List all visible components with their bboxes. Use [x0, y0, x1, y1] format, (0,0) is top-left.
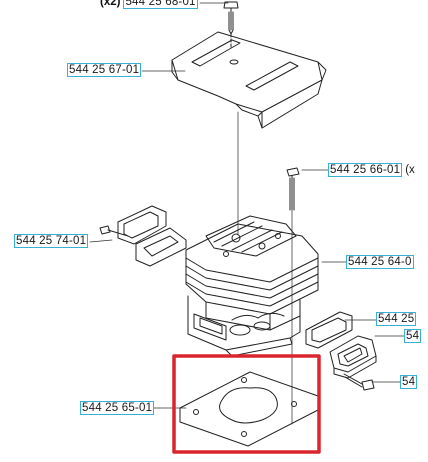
part-number: 544 25 66-01 [328, 163, 403, 177]
part-number: 544 25 68-01 [123, 0, 198, 9]
part-label-cover-plate[interactable]: 544 25 67-01 [67, 63, 142, 77]
part-number: 54 [400, 375, 418, 389]
part-number: 544 25 74-01 [14, 234, 89, 248]
part-label-bolt-top[interactable]: (x2)544 25 68-01 [100, 0, 198, 9]
part-number: 544 25 65-01 [80, 401, 155, 415]
right-screw [343, 373, 375, 391]
part-label-base-gasket[interactable]: 544 25 65-01 [80, 401, 155, 415]
part-number: 54 [404, 329, 422, 343]
highlight-box [172, 354, 321, 454]
right-bolt [286, 167, 300, 425]
part-number: 544 25 64-0 [346, 255, 414, 269]
part-label-gasket-right[interactable]: 544 25 [376, 312, 417, 326]
part-number: 544 25 67-01 [67, 63, 142, 77]
intake-flange [99, 205, 187, 267]
intake-gasket [305, 311, 353, 349]
part-label-intake-left[interactable]: 544 25 74-01 [14, 234, 89, 248]
manifold [329, 335, 377, 379]
top-bolt [223, 1, 239, 35]
cover-plate [171, 31, 327, 129]
part-number: 544 25 [376, 312, 417, 326]
part-label-flange-right[interactable]: 54 [404, 329, 422, 343]
part-label-cylinder[interactable]: 544 25 64-0 [346, 255, 414, 269]
part-label-bolt-right[interactable]: 544 25 66-01(x [328, 163, 415, 177]
part-suffix: (x [405, 164, 415, 176]
quantity-label: (x2) [100, 0, 121, 8]
base-gasket [179, 371, 319, 447]
part-label-screw-right[interactable]: 54 [400, 375, 418, 389]
cylinder [185, 215, 319, 357]
